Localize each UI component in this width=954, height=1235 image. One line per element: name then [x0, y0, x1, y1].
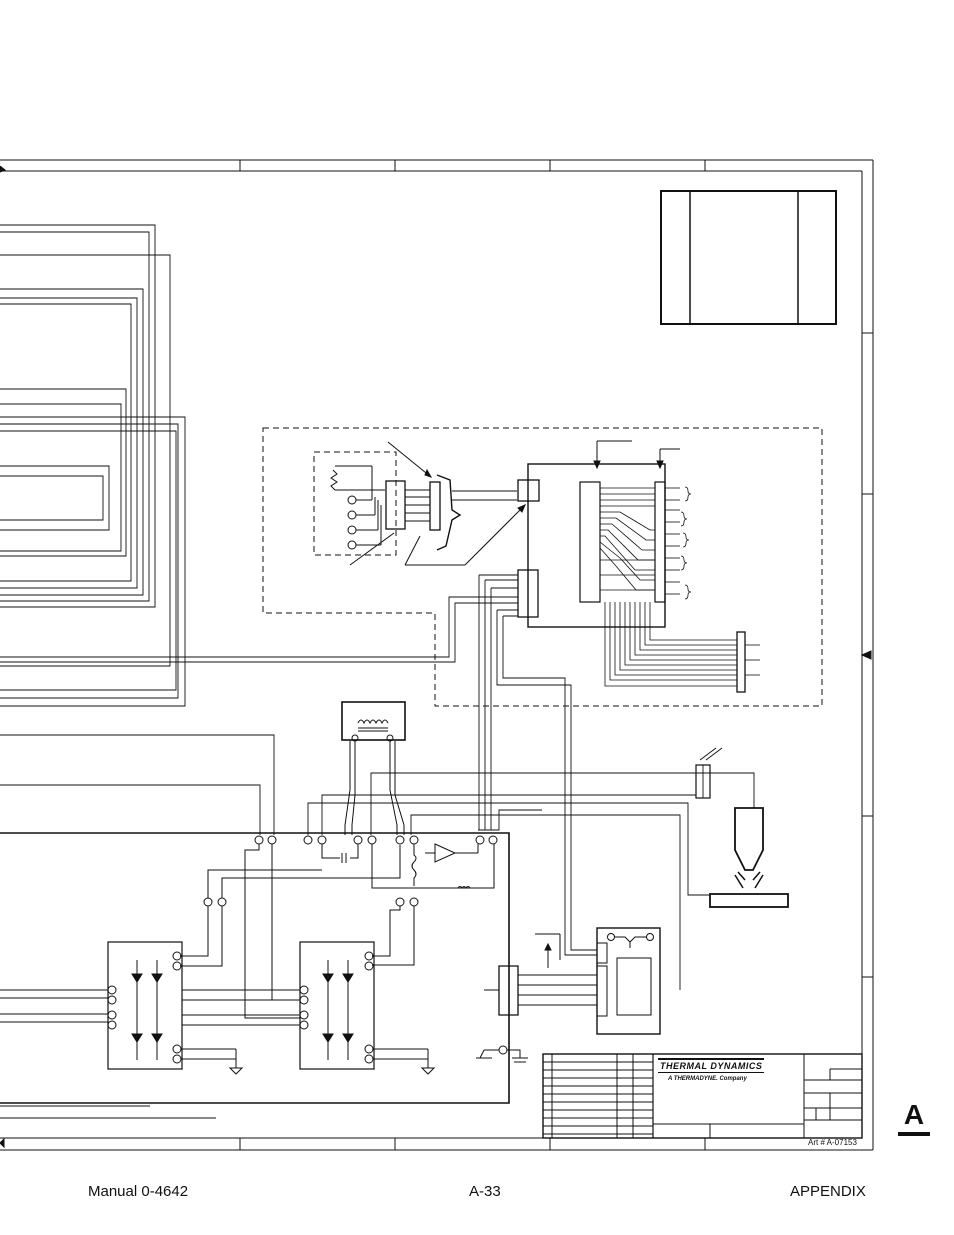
pilot-relay-board — [484, 927, 661, 1035]
page-number: A-33 — [469, 1183, 501, 1200]
control-board — [517, 440, 680, 628]
section-name: APPENDIX — [790, 1183, 866, 1200]
revision-table — [660, 190, 837, 325]
manual-number: Manual 0-4642 — [88, 1183, 189, 1200]
drawing-frame — [0, 159, 874, 1151]
rectifier-bridge-1 — [0, 941, 244, 1119]
brand-logo: THERMAL DYNAMICS — [658, 1058, 765, 1073]
ground-symbols — [476, 1045, 528, 1063]
led-switch-assembly — [330, 441, 526, 566]
board-internal-wiring — [599, 486, 692, 600]
title-block — [542, 1053, 863, 1139]
appendix-tab-letter: A — [898, 1098, 930, 1136]
transformer — [341, 701, 406, 835]
wire-harness-left — [0, 224, 186, 707]
brand-subtitle: A THERMADYNE. Company — [668, 1076, 747, 1082]
rectifier-bridge-2 — [182, 941, 436, 1075]
output-connector — [604, 602, 760, 693]
art-number: Art # A-07153 — [808, 1138, 857, 1147]
power-board — [0, 832, 510, 1104]
torch-symbol — [709, 807, 789, 908]
power-board-feed — [0, 734, 755, 990]
dashed-module-outline — [262, 427, 823, 707]
harness-to-board — [0, 574, 597, 956]
